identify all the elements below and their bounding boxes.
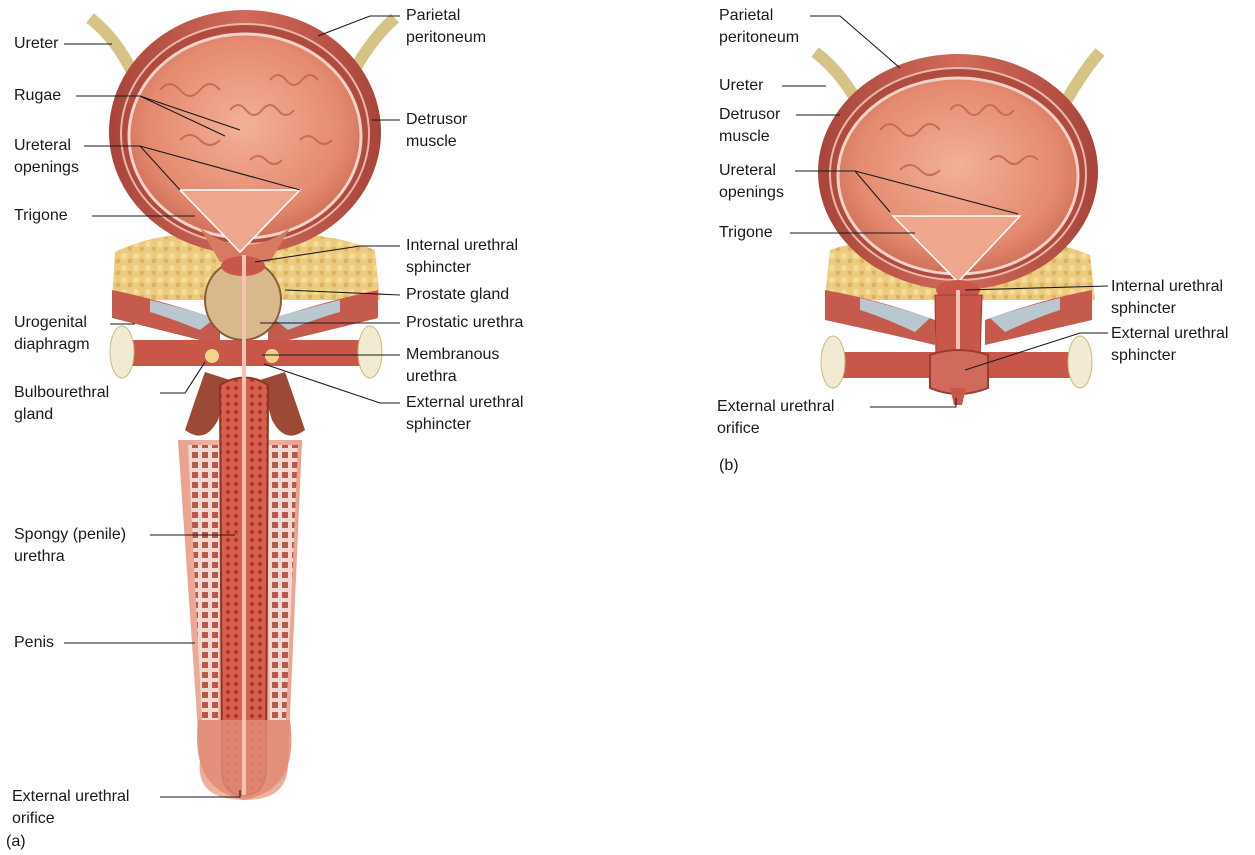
panel-a-illustration [90,10,395,800]
label-ureter-b: Ureter [719,75,763,97]
ureter-left-a [90,18,135,78]
label-ureter-a: Ureter [14,33,58,55]
bulbourethral-gland-left-a [205,349,219,363]
pubic-bone-right-a [358,326,382,378]
urethra-end-b [950,388,966,405]
bulbourethral-gland-right-a [265,349,279,363]
label-trigone-b: Trigone [719,222,773,244]
label-penis-a: Penis [14,632,54,654]
external-sphincter-b [930,350,988,394]
label-prostate-gland-a: Prostate gland [406,284,509,306]
pubic-bone-left-b [821,336,845,388]
panel-b-caption: (b) [719,455,739,477]
label-trigone-a: Trigone [14,205,68,227]
panel-a-caption: (a) [6,831,26,853]
pubic-bone-right-b [1068,336,1092,388]
label-prostatic-urethra-a: Prostatic urethra [406,312,523,334]
label-rugae-a: Rugae [14,85,61,107]
pubic-bone-left-a [110,326,134,378]
label-spongy-urethra-a: Spongy (penile)urethra [14,524,126,568]
panel-b-illustration [815,52,1100,405]
